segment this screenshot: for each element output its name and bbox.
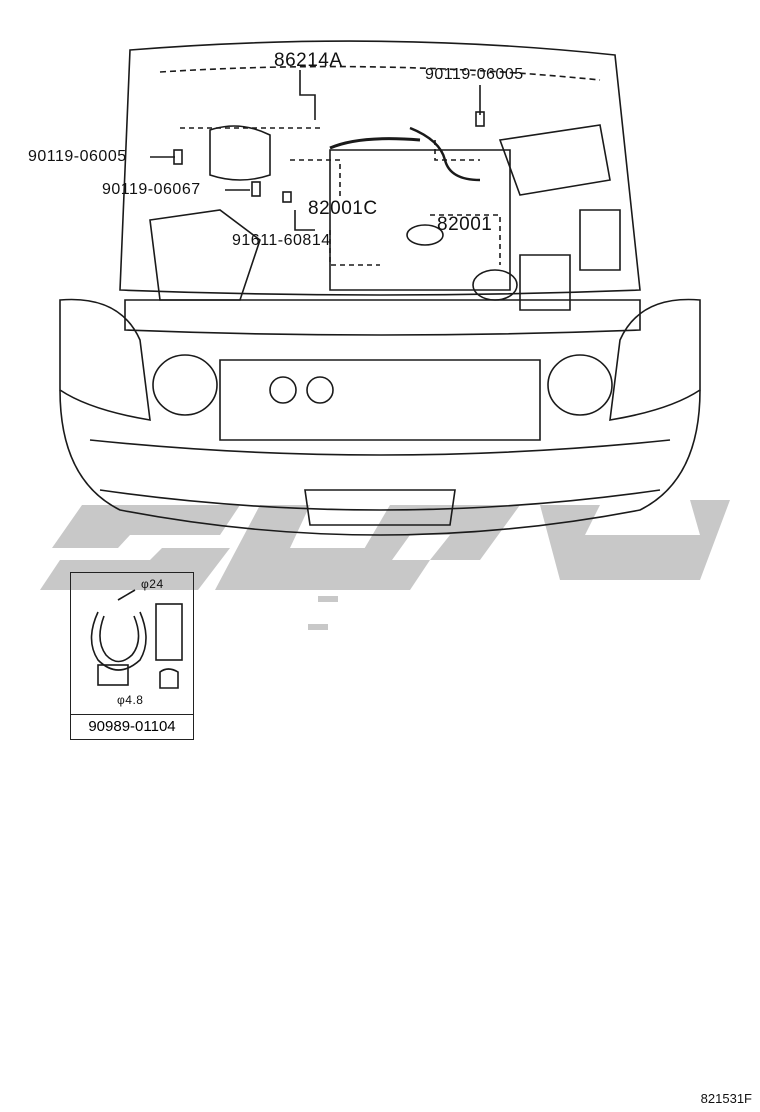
label-90119-06067: 90119-06067 <box>102 181 201 198</box>
dimension-hole-diameter: φ4.8 <box>117 693 144 707</box>
label-90119-06005-left: 90119-06005 <box>28 148 127 165</box>
label-82001: 82001 <box>437 214 493 235</box>
clip-part-number: 90989-01104 <box>71 714 193 739</box>
vehicle-outline <box>59 40 701 536</box>
dimension-outer-diameter: φ24 <box>141 577 164 591</box>
watermark-logo <box>40 500 730 630</box>
label-91611-60814: 91611-60814 <box>232 232 331 249</box>
drawing-id: 821531F <box>700 1091 752 1106</box>
label-90119-06005-right: 90119-06005 <box>425 66 524 83</box>
clip-detail-drawing <box>90 589 183 689</box>
label-82001c: 82001C <box>308 198 378 219</box>
clip-detail-inset: φ24 φ4.8 90989-01104 <box>70 572 194 740</box>
label-86214a: 86214A <box>274 50 343 71</box>
